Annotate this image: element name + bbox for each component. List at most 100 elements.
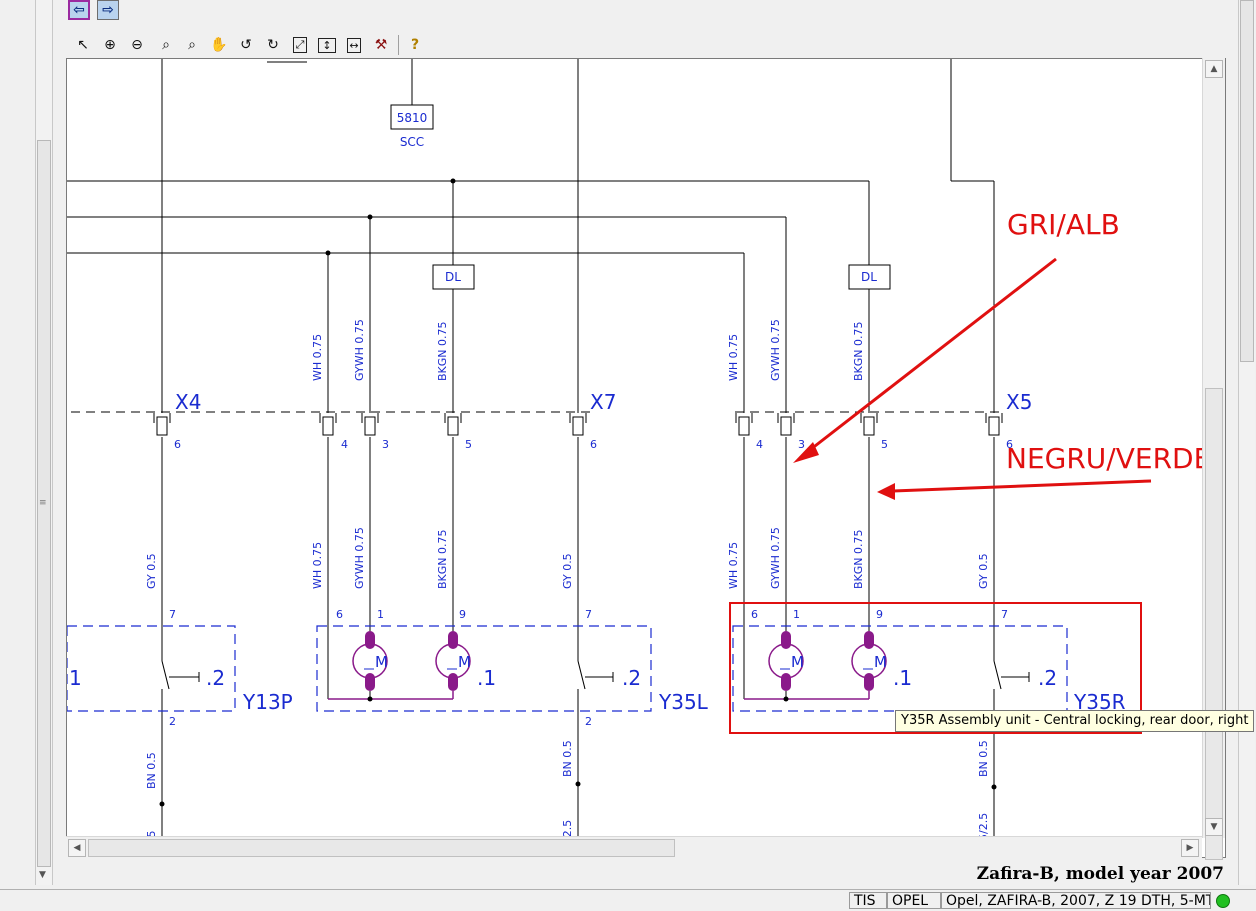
fit-width-button[interactable]: ↔ <box>343 34 365 56</box>
motor-label: M <box>375 653 388 671</box>
pin-number: 7 <box>1001 608 1008 621</box>
diagram-horizontal-scrollbar[interactable]: ◀ ▶ <box>66 836 1202 859</box>
pin-number: 9 <box>459 608 466 621</box>
wire-label-cut: 5/2.5 <box>977 813 990 837</box>
zoom-out-button[interactable]: ⊖ <box>126 34 148 56</box>
status-indicator-icon <box>1216 894 1230 908</box>
scroll-down-button[interactable]: ▼ <box>1205 818 1223 836</box>
zoom-in-button[interactable]: ⊕ <box>99 34 121 56</box>
wire-label: GYWH 0.75 <box>353 527 366 589</box>
pin-number: 2 <box>169 715 176 728</box>
zoom-window-button[interactable]: ⌕ <box>181 34 203 56</box>
wire-label: WH 0.75 <box>311 542 324 589</box>
toolbar-separator <box>398 35 399 55</box>
pin-number: 5 <box>465 438 472 451</box>
splice-label: DL <box>445 270 461 284</box>
component-search-button[interactable]: ⚒ <box>370 34 392 56</box>
zoom-button[interactable]: ⌕ <box>155 34 177 56</box>
pointer-tool-button[interactable]: ↖ <box>72 34 94 56</box>
component-label-y35l: Y35L <box>658 690 709 714</box>
wire-label: BKGN 0.75 <box>852 529 865 589</box>
wire-label: BN 0.5 <box>145 752 158 789</box>
wire-label: WH 0.75 <box>727 334 740 381</box>
vertical-scroll-thumb[interactable] <box>1205 388 1223 860</box>
pin-number: 7 <box>585 608 592 621</box>
component-search-icon: ⚒ <box>374 37 388 53</box>
status-pane-tis: TIS <box>849 892 887 909</box>
fit-height-icon: ↕ <box>318 37 336 53</box>
model-title: Zafira-B, model year 2007 <box>976 864 1224 884</box>
motor-symbol: M <box>352 631 388 691</box>
motor-symbol: M <box>768 631 804 691</box>
sub-unit-label: .2 <box>206 666 225 690</box>
scroll-right-icon: ▶ <box>1186 843 1194 853</box>
scroll-down-icon[interactable]: ▼ <box>39 870 46 880</box>
pin-number: 5 <box>881 438 888 451</box>
pin-number: 6 <box>336 608 343 621</box>
pointer-icon: ↖ <box>77 37 89 53</box>
rotate-right-button[interactable]: ↻ <box>262 34 284 56</box>
pan-button[interactable]: ✋ <box>208 34 230 56</box>
pin-number: 6 <box>590 438 597 451</box>
motor-label: M <box>874 653 887 671</box>
zoom-icon: ⌕ <box>162 37 170 53</box>
motor-symbol: M <box>851 631 887 691</box>
rotate-left-icon: ↺ <box>240 37 252 53</box>
motor-label: M <box>791 653 804 671</box>
outer-right-scrollbar[interactable] <box>1238 0 1255 885</box>
pan-hand-icon: ✋ <box>210 37 228 53</box>
nav-back-button[interactable]: ⇦ <box>68 0 90 20</box>
fit-height-button[interactable]: ↕ <box>316 34 338 56</box>
zoom-out-icon: ⊖ <box>131 37 143 53</box>
toolbar: ↖ ⊕ ⊖ ⌕ ⌕ ✋ ↺ ↻ ⤢ ↕ ↔ ⚒ ? <box>66 31 1226 59</box>
wire-label: BKGN 0.75 <box>852 321 865 381</box>
highlight-box <box>729 602 1142 734</box>
scroll-right-button[interactable]: ▶ <box>1181 839 1199 857</box>
arrow-left-icon: ⇦ <box>73 2 85 18</box>
wire-label: GYWH 0.75 <box>769 319 782 381</box>
diagram-canvas[interactable]: 5810 SCC DL DL X4 X7 X5 <box>66 58 1226 858</box>
scroll-up-button[interactable]: ▲ <box>1205 60 1223 78</box>
module-name-label: SCC <box>400 135 424 149</box>
pin-number: 6 <box>174 438 181 451</box>
outer-scroll-thumb[interactable] <box>37 140 51 867</box>
wiring-diagram: 5810 SCC DL DL X4 X7 X5 <box>67 59 1203 837</box>
wire-label: GY 0.5 <box>561 553 574 589</box>
pin-number: 3 <box>382 438 389 451</box>
sub-unit-label: 1 <box>69 666 82 690</box>
scroll-down-icon: ▼ <box>1210 822 1218 832</box>
status-bar: TIS OPEL Opel, ZAFIRA-B, 2007, Z 19 DTH,… <box>0 889 1256 911</box>
pin-number: 6 <box>751 608 758 621</box>
connector-label-x5: X5 <box>1006 390 1032 414</box>
nav-forward-button[interactable]: ⇨ <box>97 0 119 20</box>
scroll-left-button[interactable]: ◀ <box>68 839 86 857</box>
help-icon: ? <box>410 37 420 53</box>
fit-all-button[interactable]: ⤢ <box>289 34 311 56</box>
wire-label-cut: .5 <box>145 831 158 838</box>
diagram-vertical-scrollbar[interactable]: ▲ ▼ <box>1202 58 1225 860</box>
fit-width-icon: ↔ <box>347 37 361 53</box>
wire-label: BKGN 0.75 <box>436 529 449 589</box>
help-button[interactable]: ? <box>404 34 426 56</box>
horizontal-scroll-thumb[interactable] <box>88 839 675 857</box>
connector-label-x4: X4 <box>175 390 201 414</box>
motor-label: M <box>458 653 471 671</box>
pin-number: 4 <box>756 438 763 451</box>
annotation-negru-verde: NEGRU/VERDE <box>1006 442 1203 475</box>
outer-right-scroll-thumb[interactable] <box>1240 0 1254 362</box>
zoom-in-icon: ⊕ <box>104 37 116 53</box>
wire-label: WH 0.75 <box>311 334 324 381</box>
wire-label: BN 0.5 <box>977 740 990 777</box>
component-label-y13p: Y13P <box>242 690 293 714</box>
zoom-window-icon: ⌕ <box>188 37 196 53</box>
rotate-left-button[interactable]: ↺ <box>235 34 257 56</box>
wire-label: GY 0.5 <box>145 553 158 589</box>
rotate-right-icon: ↻ <box>267 37 279 53</box>
pin-number: 2 <box>585 715 592 728</box>
fit-all-icon: ⤢ <box>292 37 308 53</box>
connector-label-x7: X7 <box>590 390 616 414</box>
wire-label-cut: /2.5 <box>561 820 574 837</box>
arrow-right-icon: ⇨ <box>102 2 114 18</box>
module-box-label: 5810 <box>397 111 428 125</box>
outer-vertical-scrollbar[interactable]: ≡ ▼ <box>35 0 53 885</box>
